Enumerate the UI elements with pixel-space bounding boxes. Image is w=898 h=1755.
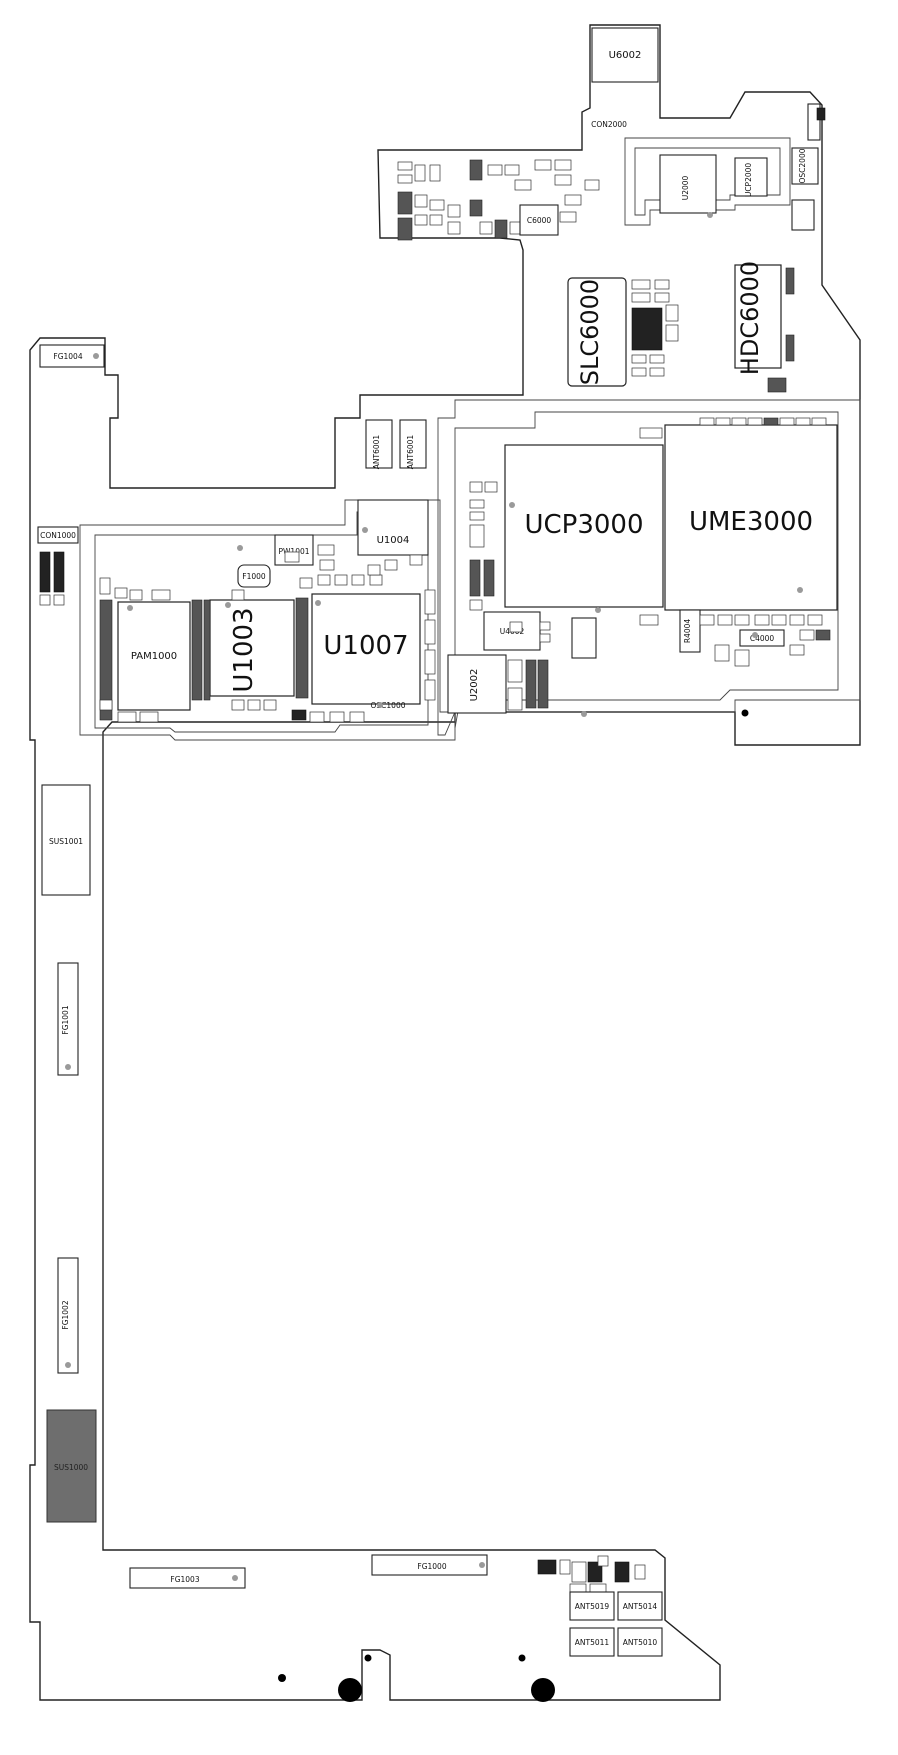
fg1000-label: FG1000 (417, 1562, 446, 1571)
pad-hdc-a (785, 267, 795, 295)
ucp3000 (504, 444, 664, 608)
c6000-label: C6000 (527, 216, 552, 225)
via-right (741, 709, 749, 717)
pam1000-label: PAM1000 (131, 651, 177, 662)
sus1001-label: SUS1001 (49, 837, 83, 846)
ant5010-label: ANT5010 (623, 1638, 658, 1647)
mount-hole-left (338, 1678, 362, 1702)
board-outline (29, 24, 861, 1701)
sus1000-label: SUS1000 (54, 1463, 88, 1472)
passives-top-row (639, 417, 827, 439)
pw1001-label: PW1001 (278, 547, 309, 556)
fg1002 (57, 1257, 79, 1374)
hdc6000 (734, 264, 782, 369)
u2002-label: U2002 (469, 669, 480, 702)
u6002-label: U6002 (609, 50, 642, 61)
c4000-label: C4000 (750, 634, 775, 643)
con2000-label: CON2000 (591, 120, 627, 129)
shield-right (437, 399, 861, 736)
osc2000-label: OSC2000 (798, 148, 807, 183)
passives-ume-bottom (639, 614, 831, 667)
fg1002-label: FG1002 (61, 1300, 70, 1329)
f1000 (237, 564, 271, 588)
c4000 (739, 629, 785, 647)
shield-right-inner (454, 411, 839, 729)
passives-slc (631, 279, 679, 377)
ucp2000-label: UCP2000 (744, 163, 753, 198)
test-points (127, 212, 803, 717)
slc6000-label: SLC6000 (576, 279, 604, 385)
passives-top-left (397, 159, 600, 241)
passives-u2002 (507, 621, 551, 711)
sus1000 (46, 1409, 97, 1523)
u6002 (591, 27, 659, 83)
via-left (278, 1674, 286, 1682)
u2000-label: U2000 (681, 175, 690, 200)
r4004-label: R4004 (683, 619, 692, 644)
sus1001 (41, 784, 91, 896)
fg1003-label: FG1003 (170, 1575, 199, 1584)
shield-left-inner (94, 511, 429, 733)
ant5014-label: ANT5014 (623, 1602, 658, 1611)
u1007 (311, 593, 421, 705)
u1004 (357, 499, 429, 556)
passives-left-shield (99, 544, 436, 723)
u4003 (571, 617, 597, 659)
hdc6000-label: HDC6000 (736, 261, 764, 375)
ant5019 (569, 1591, 615, 1621)
fg1003 (129, 1567, 246, 1589)
osc-small (791, 199, 815, 231)
u1003-label: U1003 (229, 607, 259, 692)
con1000-pads (39, 551, 65, 606)
f1000-label: F1000 (242, 572, 266, 581)
con1000 (37, 526, 79, 544)
c6000 (519, 204, 559, 236)
ume3000-label: UME3000 (689, 507, 813, 537)
passives-ucp-left (469, 481, 498, 611)
slc6000 (567, 277, 627, 387)
u2000 (659, 154, 717, 214)
r4004 (679, 609, 701, 653)
u1004-label: U1004 (377, 535, 410, 546)
pad-tr (816, 107, 826, 121)
pam1000 (117, 601, 191, 711)
fg1001-label: FG1001 (61, 1005, 70, 1034)
ume3000 (664, 424, 838, 611)
mount-hole-right (531, 1678, 555, 1702)
ant6001-b-label: ANT6001 (406, 435, 415, 470)
u1003 (209, 599, 295, 697)
osc1000-label: OSC1000 (371, 701, 406, 710)
shield-top (624, 137, 791, 226)
via-mid-right (518, 1654, 526, 1662)
fg1001 (57, 962, 79, 1076)
ant5011-label: ANT5011 (575, 1638, 610, 1647)
ant5010 (617, 1627, 663, 1657)
passives-bottom-right (537, 1555, 646, 1593)
ant5011 (569, 1627, 615, 1657)
ant5019-label: ANT5019 (575, 1602, 610, 1611)
ucp2000-small (734, 157, 768, 197)
u2002 (447, 654, 507, 714)
fg1004-label: FG1004 (53, 352, 82, 361)
pad-hdc-b (785, 334, 795, 362)
con1000-label: CON1000 (40, 531, 76, 540)
ant6001-b (399, 419, 427, 469)
osc2000 (791, 147, 819, 185)
u1007-label: U1007 (323, 631, 408, 661)
ant5014 (617, 1591, 663, 1621)
shield-top-inner (634, 147, 781, 216)
via-mid (364, 1654, 372, 1662)
ant6001-a (365, 419, 393, 469)
ant6001-a-label: ANT6001 (372, 435, 381, 470)
pad-hdc-c (767, 377, 787, 393)
fg1004 (39, 344, 105, 368)
fg1000 (371, 1554, 488, 1576)
ucp3000-label: UCP3000 (524, 510, 643, 540)
